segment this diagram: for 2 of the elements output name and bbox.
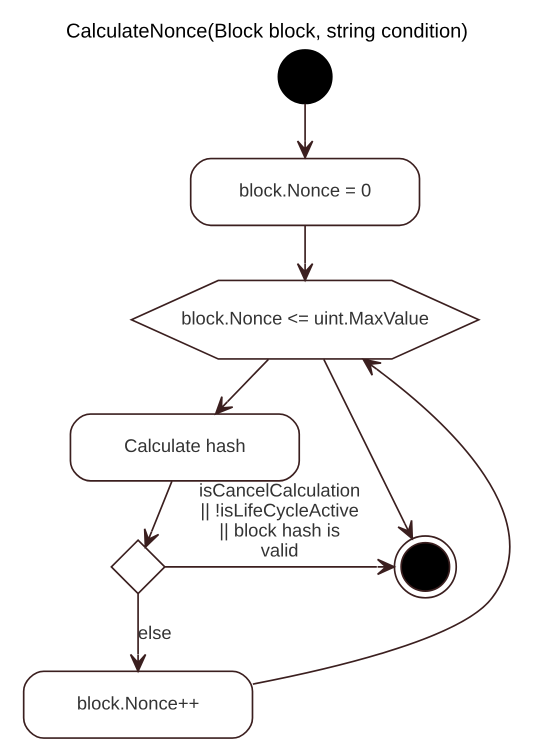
edge-label: isCancelCalculation || !isLifeCycleActive || block hash is valid xyxy=(199,479,360,561)
diagram-title: CalculateNonce(Block block, string condition) xyxy=(66,20,468,43)
